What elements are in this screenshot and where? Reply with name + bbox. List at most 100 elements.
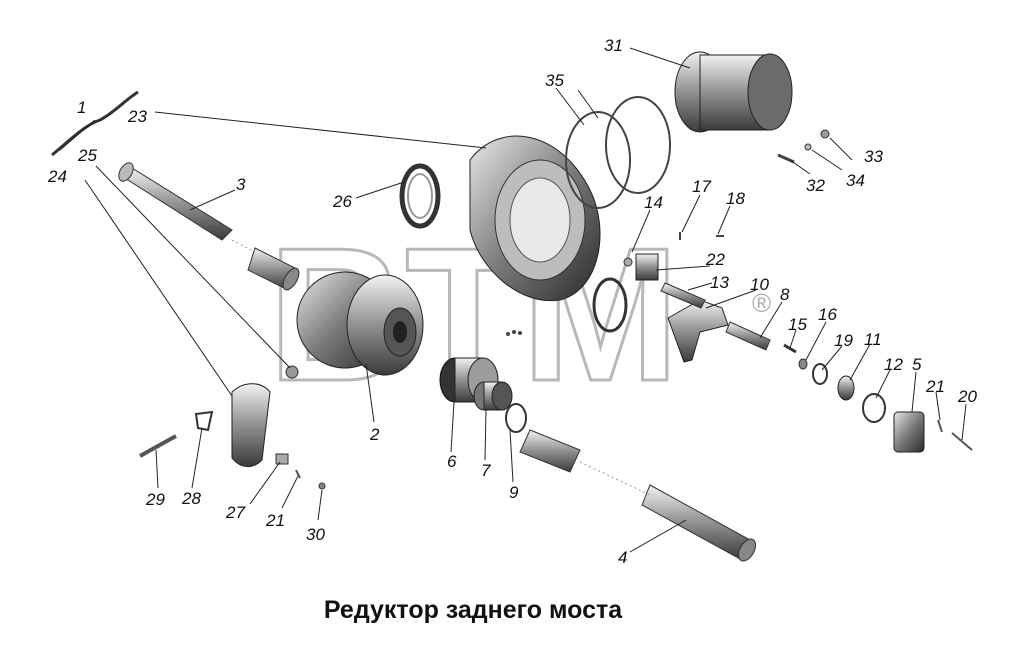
callout-22: 22: [705, 250, 725, 269]
leader-line: [935, 391, 941, 421]
leader-line: [154, 111, 487, 149]
leader-line: [95, 165, 291, 369]
leader-line: [155, 449, 159, 489]
callout-4: 4: [618, 548, 627, 567]
assembly-axis: [579, 461, 651, 496]
callout-19: 19: [834, 331, 853, 350]
part-16-washer: [798, 358, 808, 370]
leader-line: [849, 343, 871, 381]
leader-line: [829, 137, 853, 161]
leader-line: [805, 321, 827, 361]
part-24-bearing-cap: [231, 383, 271, 467]
part-14-ball: [623, 257, 633, 267]
leader-line: [705, 289, 757, 309]
callout-15: 15: [788, 315, 807, 334]
part-22-locking-block: [635, 253, 659, 281]
part-small-fastener: [518, 331, 522, 335]
part-15-pin: [783, 343, 797, 354]
part-21-pin: [295, 469, 301, 479]
callout-32: 32: [806, 176, 825, 195]
leader-line: [555, 87, 585, 126]
part-30-nut: [318, 482, 326, 490]
leader-line: [577, 89, 599, 119]
leader-line: [355, 181, 405, 199]
part-11-bearing: [837, 375, 855, 401]
part-25-plug: [285, 365, 299, 379]
callout-21-left: 21: [265, 511, 285, 530]
callout-9: 9: [509, 483, 519, 502]
leader-line: [789, 329, 797, 349]
part-7-bearing: [473, 381, 513, 411]
callout-1: 1: [77, 98, 86, 117]
part-8-rod: [725, 321, 771, 351]
callout-24: 24: [47, 167, 67, 186]
leader-line: [911, 371, 917, 413]
leader-line: [509, 429, 514, 483]
callout-21-right: 21: [925, 377, 945, 396]
leader-line: [59, 119, 96, 151]
watermark-registered-mark: ®: [752, 288, 771, 318]
assembly-axis: [231, 239, 256, 253]
parts: [51, 51, 973, 562]
part-5-cover: [893, 411, 925, 453]
leader-line: [687, 282, 713, 291]
part-12-gasket: [862, 393, 886, 423]
callout-7: 7: [481, 461, 491, 480]
part-31-drive-pinion: [674, 51, 793, 133]
part-27-lock-washer: [275, 453, 289, 465]
leader-line: [629, 47, 691, 69]
part-small-fastener: [512, 330, 516, 334]
part-34-washer: [804, 143, 812, 151]
leader-line: [875, 369, 891, 399]
callout-28: 28: [181, 489, 201, 508]
callout-18: 18: [726, 189, 745, 208]
callout-30: 30: [306, 525, 325, 544]
part-13-pin: [660, 282, 706, 309]
leader-line: [789, 159, 811, 175]
part-28-lock-plate: [194, 410, 214, 432]
callout-5: 5: [912, 355, 922, 374]
callout-6: 6: [447, 452, 457, 471]
callout-26: 26: [332, 192, 352, 211]
leader-line: [189, 189, 236, 211]
part-29-bolt: [139, 434, 177, 458]
leader-line: [450, 401, 455, 453]
leader-line: [365, 363, 375, 423]
callout-16: 16: [818, 305, 837, 324]
leader-line: [317, 489, 323, 521]
callout-11: 11: [864, 330, 882, 349]
part-26-ring-nut: [399, 163, 441, 229]
part-2-differential: [296, 271, 424, 376]
callout-34: 34: [846, 171, 865, 190]
callout-labels: 1 2 3 4 5 6 7 8 9 10 11 12 13 14 15 16 1…: [47, 36, 977, 567]
callout-10: 10: [750, 275, 769, 294]
part-21-washer: [937, 419, 943, 433]
part-1-lock-wire: [51, 90, 139, 157]
part-19-ring: [812, 363, 828, 385]
part-35-gaskets: [565, 96, 671, 209]
callout-35: 35: [545, 71, 564, 90]
callout-2: 2: [369, 425, 380, 444]
callout-17: 17: [692, 177, 711, 196]
leader-line: [484, 409, 487, 461]
diagram-title: Редуктор заднего моста: [323, 596, 623, 624]
leader-line: [655, 265, 711, 271]
callout-12: 12: [884, 355, 903, 374]
callout-27: 27: [225, 503, 245, 522]
callout-3: 3: [236, 175, 246, 194]
part-33-nut: [820, 129, 830, 139]
part-3-axle-shaft: [118, 162, 300, 291]
leader-line: [821, 345, 843, 371]
leader-line: [961, 403, 967, 441]
part-4-axle-shaft: [519, 429, 757, 562]
leader-line: [191, 427, 203, 489]
callout-33: 33: [864, 147, 883, 166]
callout-23: 23: [127, 107, 147, 126]
leader-line: [629, 519, 687, 553]
part-gasket-ring: [592, 277, 628, 333]
callout-29: 29: [145, 490, 165, 509]
leader-line: [281, 475, 299, 509]
leader-line: [84, 179, 233, 397]
part-small-fastener: [506, 332, 510, 336]
